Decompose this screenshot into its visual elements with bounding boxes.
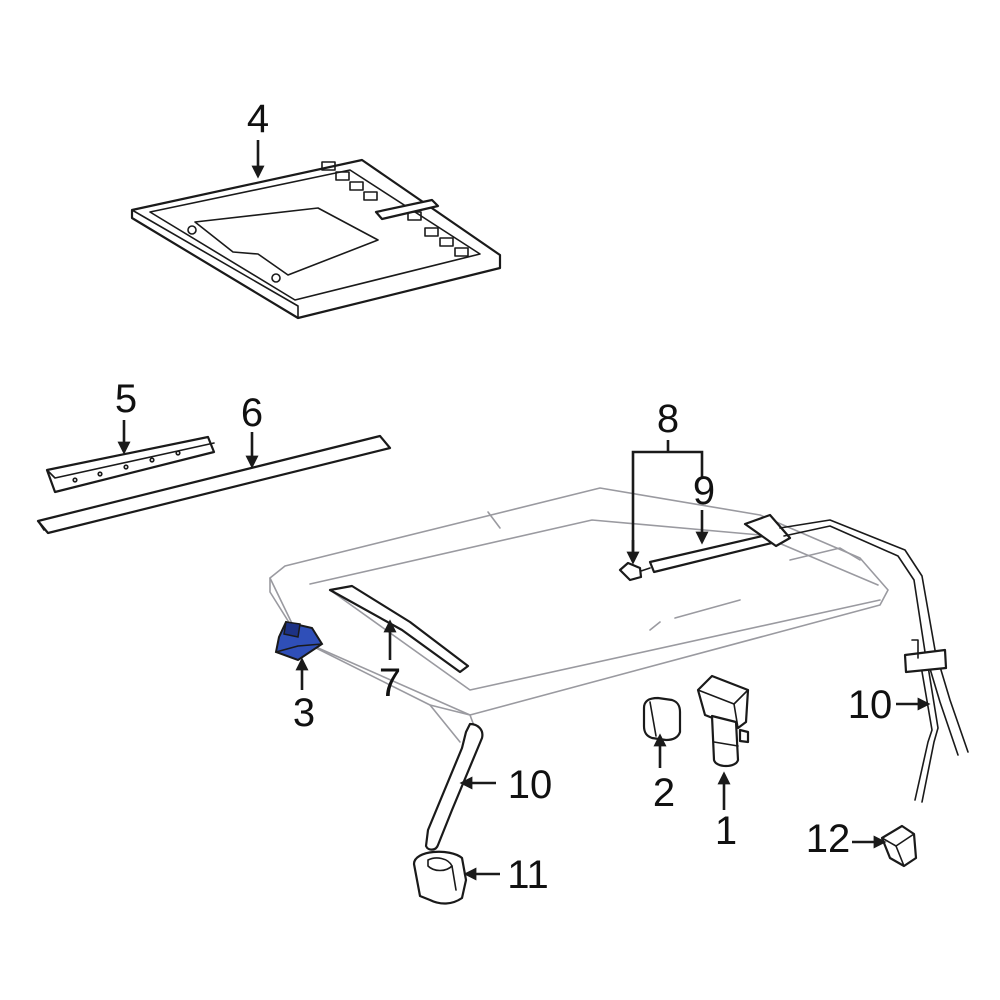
bracket-part-5[interactable]: [45, 435, 216, 494]
leader-lines: [117, 140, 931, 881]
callout-1: 1: [715, 809, 737, 853]
callout-labels: 4 5 6 8 9 3 7 2 1 10 10 11 12: [115, 97, 892, 897]
drain-tube-left-part-10[interactable]: [424, 722, 484, 851]
cover-cap-part-2[interactable]: [642, 696, 682, 742]
callout-10-right: 10: [848, 683, 893, 727]
clip-part-12[interactable]: [880, 824, 918, 868]
front-trim-part-7[interactable]: [328, 584, 470, 674]
callout-3: 3: [293, 691, 315, 735]
drain-tube-right-part-10[interactable]: [903, 639, 948, 803]
callout-10-left: 10: [508, 763, 553, 807]
hose-clamp-part-11[interactable]: [412, 850, 468, 905]
roof-outline: [269, 487, 889, 743]
highlighted-bracket-part-3[interactable]: [274, 620, 324, 662]
sunroof-motor-part-1[interactable]: [696, 674, 750, 768]
weatherstrip-part-6[interactable]: [36, 434, 392, 535]
callout-5: 5: [115, 377, 137, 421]
callout-8: 8: [657, 397, 679, 441]
roof-panel-part-4[interactable]: [130, 158, 502, 320]
callout-4: 4: [247, 97, 269, 141]
callout-7: 7: [379, 661, 401, 705]
cable-clip-part-8[interactable]: [618, 561, 651, 582]
callout-11: 11: [507, 853, 549, 897]
callout-6: 6: [241, 391, 263, 435]
drive-cable-part-9[interactable]: [648, 513, 969, 756]
callout-12: 12: [806, 817, 851, 861]
callout-2: 2: [653, 771, 675, 815]
callout-9: 9: [693, 469, 715, 513]
